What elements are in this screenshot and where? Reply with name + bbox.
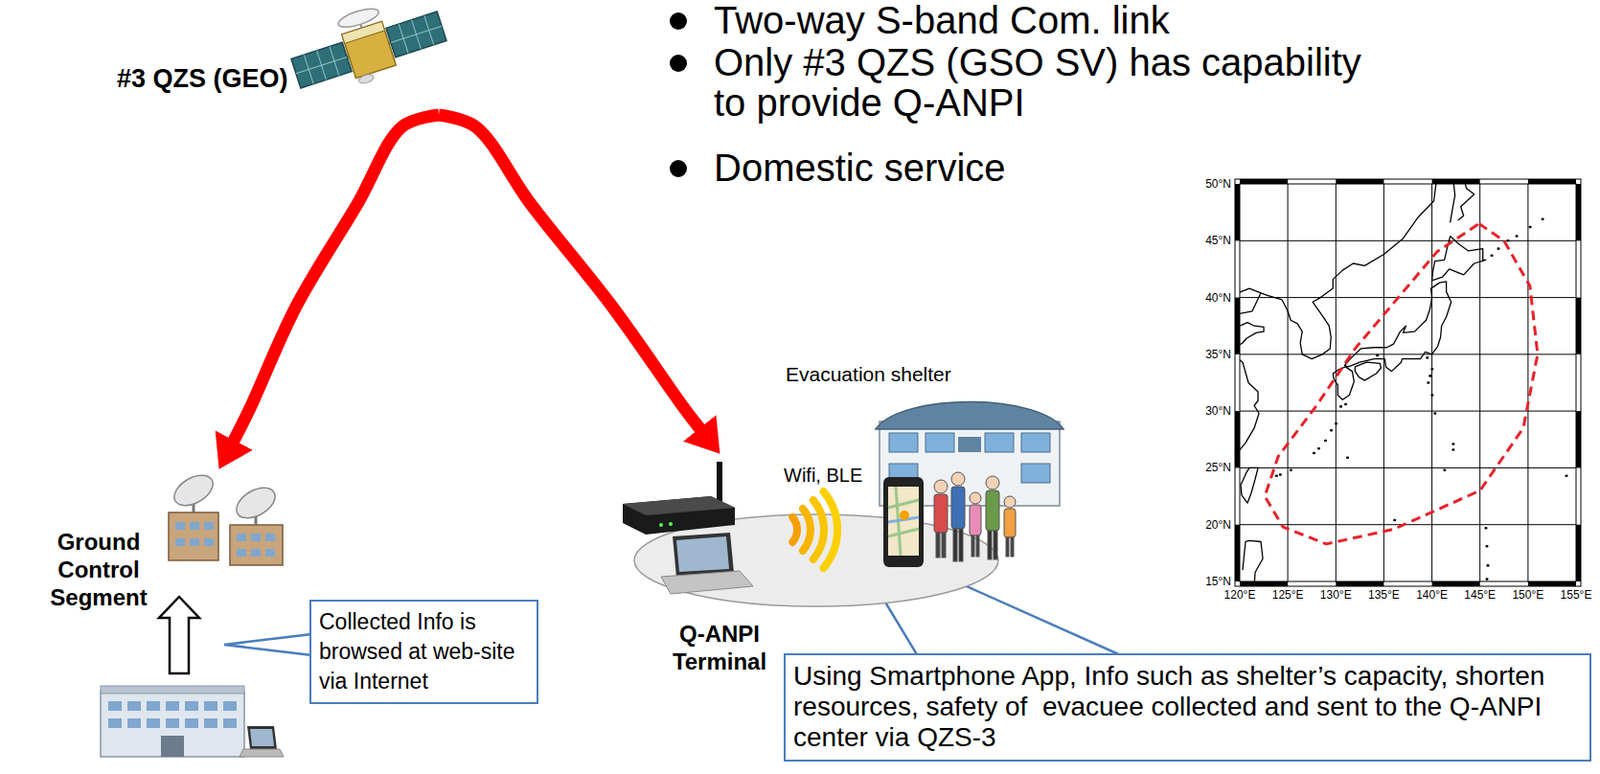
map-grid [1234,179,1581,587]
bullet-text: Two-way S-band Com. link [713,0,1385,41]
longitude-tick-label: 135°E [1368,588,1400,602]
callout-box: Collected Info is browsed at web-site vi… [309,599,539,705]
link-arrow [438,114,701,430]
smartphone-illustration [883,477,924,568]
longitude-tick-label: 155°E [1560,588,1593,602]
ground-segment-node: Ground Control Segment [43,469,291,628]
link-label: Wifi, BLE [783,463,863,487]
longitude-tick-label: 150°E [1511,588,1544,602]
evacuees-illustration [934,472,1016,562]
longitude-tick-label: 130°E [1320,588,1352,602]
callout-text: Collected Info is browsed at web-site vi… [319,607,529,697]
longitude-tick-label: 125°E [1272,588,1304,602]
service-area-outline [1264,224,1538,545]
longitude-tick-label: 120°E [1224,588,1257,602]
segment-label: Ground Control Segment [45,528,152,612]
latitude-tick-label: 20°N [1205,518,1232,532]
shelter-label: Evacuation shelter [785,362,952,387]
latitude-tick-label: 15°N [1205,574,1232,589]
callout-box: Using Smartphone App, Info such as shelt… [783,653,1592,762]
bullet-text: Domestic service [713,147,1385,188]
satellite-label: #3 QZS (GEO) [116,63,289,94]
longitude-tick-label: 145°E [1463,588,1496,602]
latitude-tick-label: 25°N [1205,460,1232,475]
wifi-waves [792,491,838,569]
latitude-tick-label: 40°N [1205,291,1232,305]
latitude-tick-label: 45°N [1205,233,1232,248]
latitude-tick-label: 50°N [1205,177,1232,191]
callout-text: Using Smartphone App, Info such as shelt… [793,661,1582,755]
terminal-illustration [622,461,999,607]
terminal-label: Q-ANPI Terminal [659,620,780,677]
link-arrow [233,114,439,441]
hollow-up-arrow [159,596,200,674]
satellite-node: #3 QZS (GEO) [110,0,446,115]
shelter-node: Evacuation shelter [780,356,1065,510]
latitude-tick-label: 30°N [1205,404,1232,418]
ground-station-illustration [168,469,283,566]
latitude-tick-label: 35°N [1205,347,1232,362]
bullet-dots [669,12,687,178]
bullet-text: Only #3 QZS (GSO SV) has capability to p… [713,42,1385,123]
coastlines [1239,183,1567,582]
office-illustration [100,685,284,757]
longitude-tick-label: 140°E [1416,588,1448,602]
satellite-illustration [283,0,452,103]
terminal-node: Q-ANPI Terminal [613,454,781,681]
